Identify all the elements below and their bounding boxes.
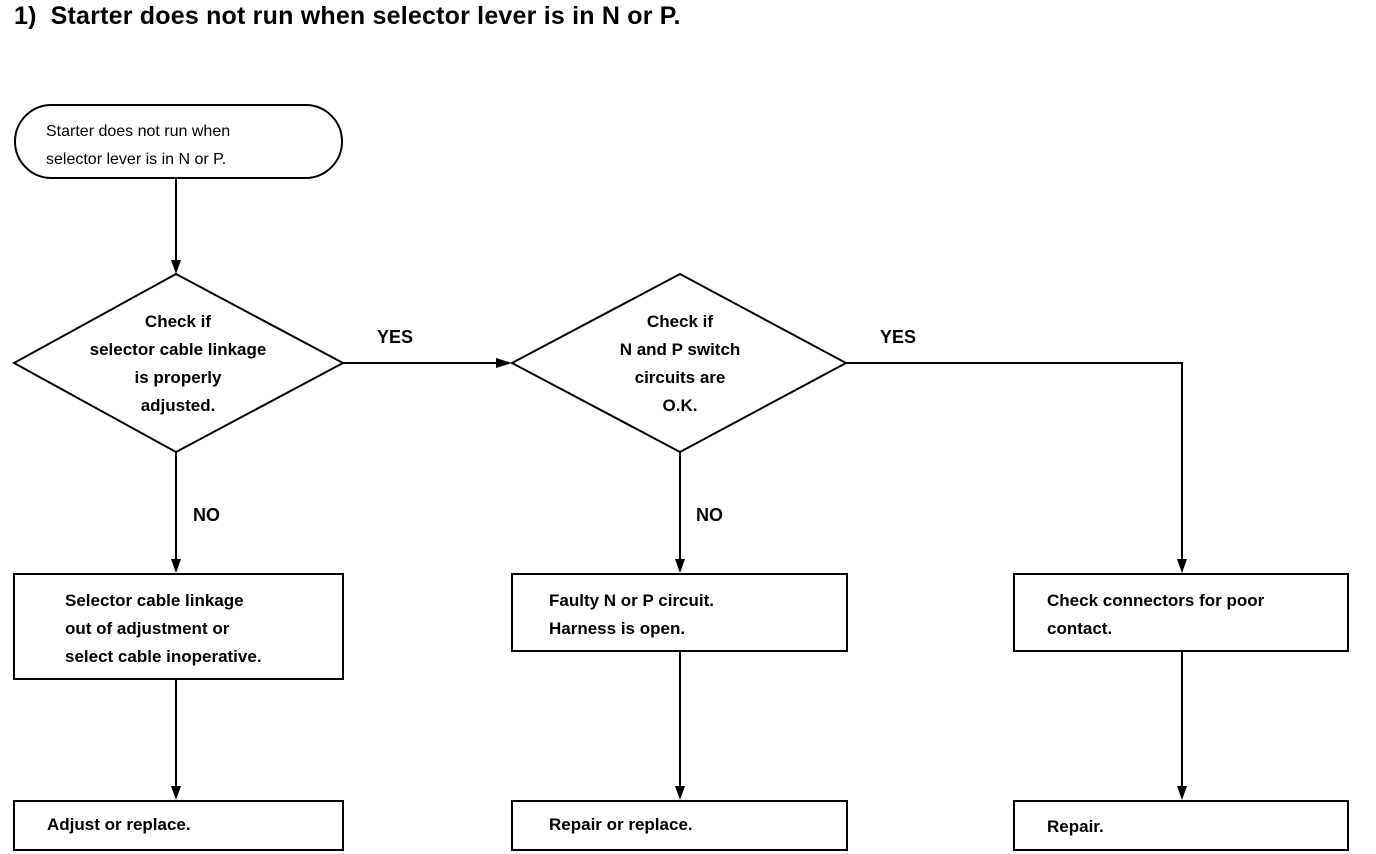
decision-text-linkage: Check if selector cable linkage is prope…	[78, 308, 278, 420]
decision-line: selector cable linkage	[89, 340, 267, 359]
page-title-text: Starter does not run when selector lever…	[50, 2, 681, 30]
box-line: select cable inoperative.	[65, 647, 262, 666]
yes-label-2: YES	[880, 327, 917, 347]
decision-line: adjusted.	[140, 396, 216, 415]
page-title-number: 1)	[14, 2, 37, 30]
arrowhead-down-connectors-box	[1177, 559, 1187, 573]
page-title: 1) Starter does not run when selector lev…	[14, 2, 681, 31]
box-line: Repair or replace.	[549, 815, 693, 834]
arrowhead-down-repair-replace-box	[675, 786, 685, 800]
action-box-repair-or-replace: Repair or replace.	[511, 800, 848, 851]
box-line: contact.	[1047, 619, 1113, 638]
box-line: Check connectors for poor	[1047, 591, 1265, 610]
box-line: Faulty N or P circuit.	[549, 591, 715, 610]
box-line: Selector cable linkage	[65, 591, 244, 610]
box-line: Repair.	[1047, 817, 1104, 836]
arrowhead-down-adjust-box	[171, 786, 181, 800]
decision-line: N and P switch	[619, 340, 741, 359]
arrowhead-down-repair-box	[1177, 786, 1187, 800]
decision-line: O.K.	[662, 396, 698, 415]
arrowhead-down-circuit-box	[675, 559, 685, 573]
box-line: Harness is open.	[549, 619, 686, 638]
decision-line: Check if	[144, 312, 212, 331]
no-label-2: NO	[696, 505, 723, 525]
decision-line: Check if	[646, 312, 714, 331]
connector-yes-to-connectors-box	[846, 362, 1183, 561]
process-box-cable-linkage: Selector cable linkage out of adjustment…	[13, 573, 344, 680]
arrowhead-down-decision-1	[171, 260, 181, 274]
arrowhead-right-decision-2	[496, 358, 512, 368]
start-line: selector lever is in N or P.	[46, 151, 227, 168]
no-label-1: NO	[193, 505, 220, 525]
arrowhead-down-cable-box	[171, 559, 181, 573]
decision-line: circuits are	[634, 368, 726, 387]
process-box-check-connectors: Check connectors for poor contact.	[1013, 573, 1349, 652]
box-line: Adjust or replace.	[47, 815, 191, 834]
start-terminator: Starter does not run when selector lever…	[14, 104, 343, 179]
process-box-faulty-circuit: Faulty N or P circuit. Harness is open.	[511, 573, 848, 652]
start-line: Starter does not run when	[46, 123, 231, 140]
decision-text-switch: Check if N and P switch circuits are O.K…	[580, 308, 780, 420]
yes-label-1: YES	[377, 327, 414, 347]
decision-line: is properly	[134, 368, 222, 387]
action-box-adjust-or-replace: Adjust or replace.	[13, 800, 344, 851]
box-line: out of adjustment or	[65, 619, 230, 638]
action-box-repair: Repair.	[1013, 800, 1349, 851]
